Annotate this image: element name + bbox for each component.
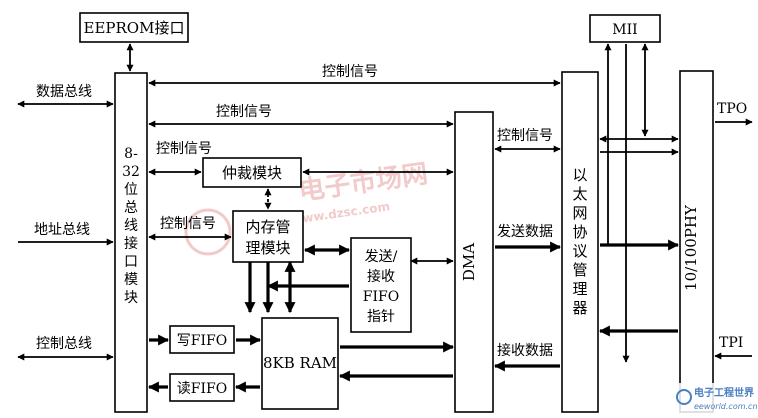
ctrl-dma-mac-label: 控制信号 (497, 128, 553, 144)
read-fifo-block: 读FIFO (169, 373, 235, 402)
fifo-pointer-label-0: 发送/ (365, 249, 398, 265)
read-fifo-label: 读FIFO (177, 380, 227, 397)
tpo-label: TPO (717, 101, 747, 117)
write-fifo-block: 写FIFO (169, 325, 235, 354)
ctrl-arbiter-label: 控制信号 (156, 141, 212, 157)
watermark-eeworld: 电子工程世界 eeworld.com.cn (676, 383, 758, 413)
mac-label-0: 以 (572, 166, 587, 184)
bus-interface-label-3: 总 (124, 200, 138, 216)
ctrl-second-label: 控制信号 (216, 104, 272, 120)
mac-label-1: 太 (572, 185, 587, 203)
memory-management-block: 内存管 理模块 (232, 210, 304, 263)
mii-block: MII (589, 14, 661, 43)
mac-label-3: 协 (572, 223, 587, 241)
mac-label-2: 网 (572, 204, 587, 222)
mac-label-4: 议 (572, 242, 587, 260)
watermark-logo-icon (184, 208, 232, 256)
watermark-brand: 电子市场网 (297, 158, 430, 207)
fifo-pointer-label-1: 接收 (367, 268, 395, 285)
bus-interface-label-1: 32 (122, 164, 140, 180)
bus-interface-label-6: 口 (124, 254, 138, 270)
mii-label: MII (612, 22, 637, 38)
ram-block: 8KB RAM (261, 317, 339, 410)
eeworld-logo-icon (676, 389, 692, 405)
receive-data-label: 接收数据 (497, 342, 553, 359)
dma-label: DMA (460, 243, 478, 281)
bus-interface-label-4: 线 (124, 218, 138, 234)
tpi-label: TPI (719, 335, 743, 351)
phy-label: 10/100PHY (682, 204, 700, 291)
ctrl-memory-label: 控制信号 (160, 216, 216, 232)
write-fifo-label: 写FIFO (177, 333, 227, 349)
memory-mgmt-label-0: 内存管 (245, 218, 290, 236)
fifo-pointer-label-2: FIFO (363, 289, 399, 305)
memory-mgmt-label-1: 理模块 (245, 239, 290, 257)
bus-interface-label-8: 块 (124, 290, 138, 306)
mac-label-5: 管 (572, 261, 587, 279)
send-data-label: 发送数据 (497, 224, 553, 240)
data-bus-label: 数据总线 (36, 84, 92, 100)
eeprom-label: EEPROM接口 (84, 19, 185, 37)
bus-interface-label-2: 位 (124, 182, 138, 198)
ctrl-top-label: 控制信号 (322, 64, 378, 80)
fifo-pointer-block: 发送/ 接收 FIFO 指针 (350, 237, 412, 333)
bus-interface-label-5: 接 (124, 235, 138, 252)
eeworld-brand: 电子工程世界 (694, 386, 754, 399)
phy-block: 10/100PHY (679, 70, 714, 413)
eeprom-interface-block: EEPROM接口 (79, 12, 189, 43)
bus-interface-label-0: 8- (124, 146, 138, 162)
fifo-pointer-label-3: 指针 (367, 309, 395, 325)
mac-label-7: 器 (572, 299, 587, 317)
bus-interface-block: 8- 32 位 总 线 接 口 模 块 (114, 72, 148, 413)
bus-interface-label-7: 模 (124, 272, 138, 288)
control-bus-label: 控制总线 (36, 336, 92, 352)
ram-label: 8KB RAM (263, 354, 337, 372)
eeworld-url: eeworld.com.cn (694, 402, 758, 411)
dma-block: DMA (454, 111, 494, 413)
arbiter-block: 仲裁模块 (202, 157, 302, 188)
arbiter-label: 仲裁模块 (222, 164, 282, 182)
address-bus-label: 地址总线 (34, 222, 90, 238)
ethernet-mac-block: 以 太 网 协 议 管 理 器 (561, 71, 599, 413)
mac-label-6: 理 (572, 280, 587, 298)
